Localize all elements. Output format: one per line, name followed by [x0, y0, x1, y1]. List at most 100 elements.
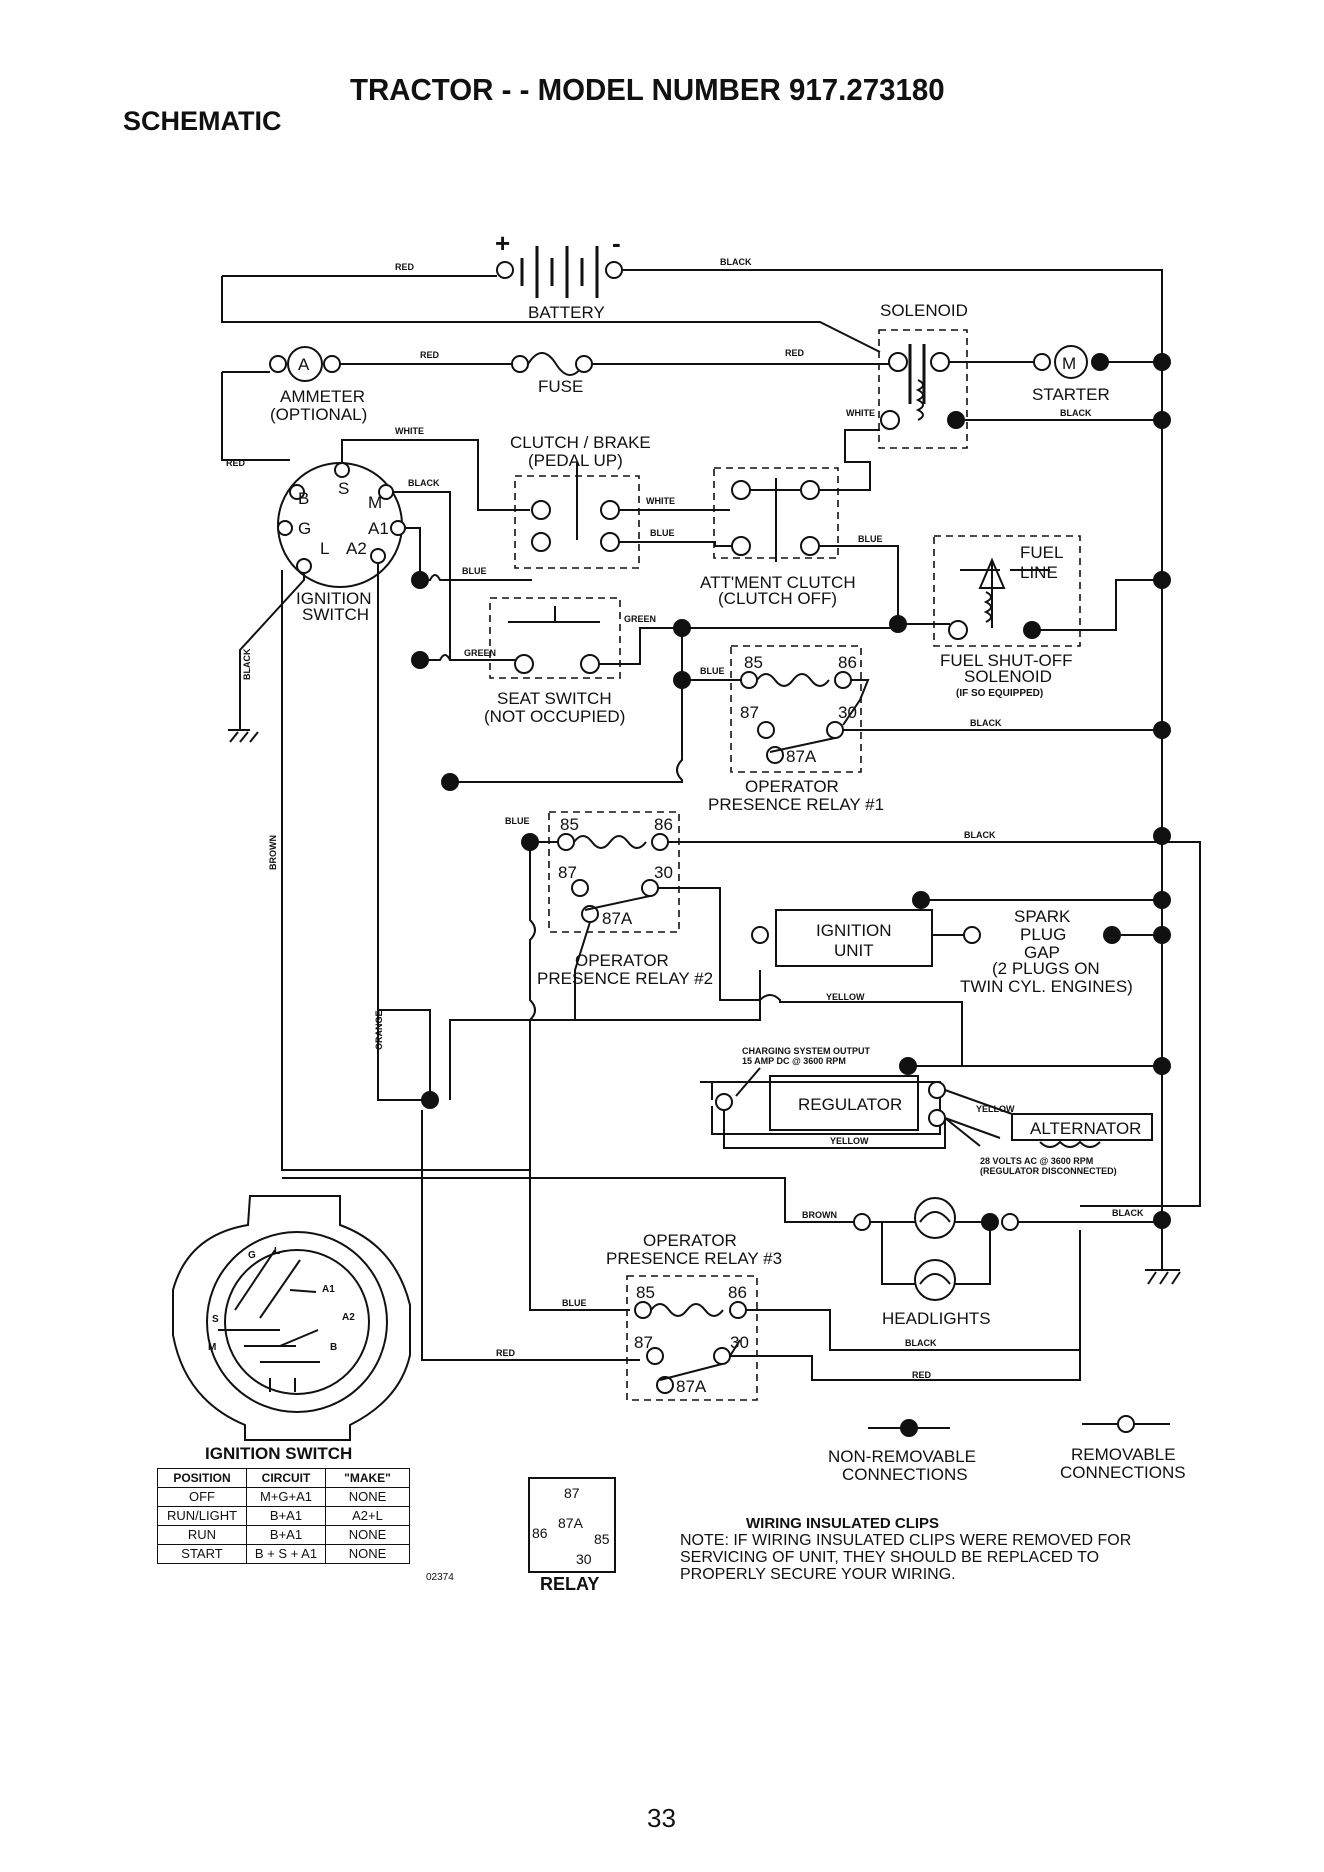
wire-red-relay3: RED	[496, 1348, 516, 1358]
alternator: YELLOW ALTERNATOR 28 VOLTS AC @ 3600 RPM…	[944, 1089, 1153, 1176]
relay-legend-87a: 87A	[558, 1515, 583, 1531]
starter-symbol: M	[1062, 354, 1076, 373]
face-a1: A1	[322, 1284, 335, 1295]
table-cell: RUN/LIGHT	[157, 1506, 247, 1526]
switch-a1: A1	[368, 519, 389, 538]
fuse-label: FUSE	[538, 377, 583, 396]
operator-presence-relay-2: 85 86 87 30 87A OPERATOR PRESENCE RELAY …	[521, 811, 713, 988]
relay-legend-box: 87 87A 86 85 30	[528, 1477, 616, 1573]
relay2-label-1: OPERATOR	[575, 951, 669, 970]
starter-label: STARTER	[1032, 385, 1110, 404]
table-row: START B + S + A1 NONE	[157, 1544, 410, 1564]
clutch-brake-label: CLUTCH / BRAKE	[510, 433, 651, 452]
solenoid: SOLENOID	[878, 301, 968, 449]
switch-s: S	[338, 479, 349, 498]
clutch-off-label: (CLUTCH OFF)	[718, 589, 837, 608]
wire-brown-headlights: BROWN	[802, 1210, 837, 1220]
note-line-3: PROPERLY SECURE YOUR WIRING.	[680, 1566, 956, 1583]
legend-nonremovable-1: NON-REMOVABLE	[828, 1447, 976, 1466]
wire-red-fuse: RED	[785, 348, 805, 358]
table-cell: M+G+A1	[246, 1487, 326, 1507]
face-a2: A2	[342, 1312, 355, 1323]
table-cell: B+A1	[246, 1525, 326, 1545]
legend-removable-1: REMOVABLE	[1071, 1445, 1176, 1464]
table-cell: START	[157, 1544, 247, 1564]
relay3-t85: 85	[636, 1283, 655, 1302]
wire-black-starter: BLACK	[1060, 408, 1092, 418]
ignition-switch-face: G L A1 A2 S M B	[172, 1195, 411, 1441]
switch-m: M	[368, 493, 382, 512]
ammeter-optional: (OPTIONAL)	[270, 405, 367, 424]
face-s: S	[212, 1314, 219, 1325]
table-header: POSITION	[157, 1468, 247, 1488]
wire-black-switch: BLACK	[408, 478, 440, 488]
fuel-shutoff-3: (IF SO EQUIPPED)	[956, 688, 1043, 699]
spark-2: PLUG	[1020, 925, 1066, 944]
relay1-t30: 30	[838, 703, 857, 722]
spark-5: TWIN CYL. ENGINES)	[960, 977, 1133, 996]
solenoid-label: SOLENOID	[880, 301, 968, 320]
battery-plus: +	[495, 228, 510, 258]
relay-legend-86: 86	[532, 1525, 548, 1541]
wire-red-relay3b: RED	[912, 1370, 932, 1380]
wire-black-relay3: BLACK	[905, 1338, 937, 1348]
connection-legend: NON-REMOVABLE CONNECTIONS REMOVABLE CONN…	[828, 1415, 1186, 1484]
relay1-label-2: PRESENCE RELAY #1	[708, 795, 884, 814]
table-cell: B+A1	[246, 1506, 326, 1526]
wire-blue-clutch: BLUE	[462, 566, 487, 576]
charging-1: CHARGING SYSTEM OUTPUT	[742, 1046, 871, 1056]
wire-yellow-reg: YELLOW	[830, 1136, 869, 1146]
pedal-up-label: (PEDAL UP)	[528, 451, 623, 470]
face-b: B	[330, 1342, 337, 1353]
relay3-t87: 87	[634, 1333, 653, 1352]
ignition-unit-2: UNIT	[834, 941, 874, 960]
wire-red-left: RED	[226, 458, 246, 468]
fuel-shutoff-solenoid: FUEL LINE FUEL SHUT-OFF SOLENOID (IF SO …	[933, 535, 1081, 699]
relay-legend-87: 87	[564, 1485, 580, 1501]
seat-switch-1: SEAT SWITCH	[497, 689, 612, 708]
table-row: RUN B+A1 NONE	[157, 1525, 410, 1545]
switch-b: B	[298, 489, 309, 508]
ignition-table: POSITION CIRCUIT "MAKE" OFF M+G+A1 NONE …	[157, 1468, 410, 1564]
alt-note-1: 28 VOLTS AC @ 3600 RPM	[980, 1156, 1093, 1166]
charging-2: 15 AMP DC @ 3600 RPM	[742, 1056, 846, 1066]
fuel-line-2: LINE	[1020, 563, 1058, 582]
regulator-label: REGULATOR	[798, 1095, 902, 1114]
wire-yellow-ignition: YELLOW	[826, 992, 865, 1002]
page-title: TRACTOR - - MODEL NUMBER 917.273180	[350, 72, 945, 107]
relay-legend-30: 30	[576, 1551, 592, 1567]
ignition-switch-label-2: SWITCH	[302, 605, 369, 624]
wire-black-relay1: BLACK	[970, 718, 1002, 728]
wire-black-top: BLACK	[720, 257, 752, 267]
relay2-t85: 85	[560, 815, 579, 834]
relay-legend-label: RELAY	[540, 1574, 600, 1594]
table-cell: NONE	[325, 1525, 410, 1545]
table-cell: NONE	[325, 1487, 410, 1507]
relay1-t86: 86	[838, 653, 857, 672]
attachment-clutch-switch: ATT'MENT CLUTCH (CLUTCH OFF)	[700, 467, 856, 608]
wire-black-relay2: BLACK	[964, 830, 996, 840]
headlights: HEADLIGHTS	[853, 1197, 1019, 1328]
spark-4: (2 PLUGS ON	[992, 959, 1100, 978]
wire-blue-relay1: BLUE	[700, 666, 725, 676]
relay2-t86: 86	[654, 815, 673, 834]
table-header: CIRCUIT	[246, 1468, 326, 1488]
wire-blue-attment: BLUE	[858, 534, 883, 544]
alt-note-2: (REGULATOR DISCONNECTED)	[980, 1166, 1117, 1176]
ignition-unit-1: IGNITION	[816, 921, 892, 940]
table-cell: OFF	[157, 1487, 247, 1507]
relay3-t86: 86	[728, 1283, 747, 1302]
wiring-note: WIRING INSULATED CLIPS NOTE: IF WIRING I…	[680, 1515, 1240, 1583]
switch-a2: A2	[346, 539, 367, 558]
relay2-label-2: PRESENCE RELAY #2	[537, 969, 713, 988]
wire-orange: ORANGE	[374, 1010, 384, 1050]
table-cell: B + S + A1	[246, 1544, 326, 1564]
table-header-row: POSITION CIRCUIT "MAKE"	[157, 1468, 410, 1488]
wire-yellow-alt: YELLOW	[976, 1104, 1015, 1114]
note-line-2: SERVICING OF UNIT, THEY SHOULD BE REPLAC…	[680, 1549, 1100, 1566]
legend-nonremovable-2: CONNECTIONS	[842, 1465, 968, 1484]
note-line-1: NOTE: IF WIRING INSULATED CLIPS WERE REM…	[680, 1532, 1132, 1549]
ammeter-label: AMMETER	[280, 387, 365, 406]
ignition-switch-label-1: IGNITION	[296, 589, 372, 608]
